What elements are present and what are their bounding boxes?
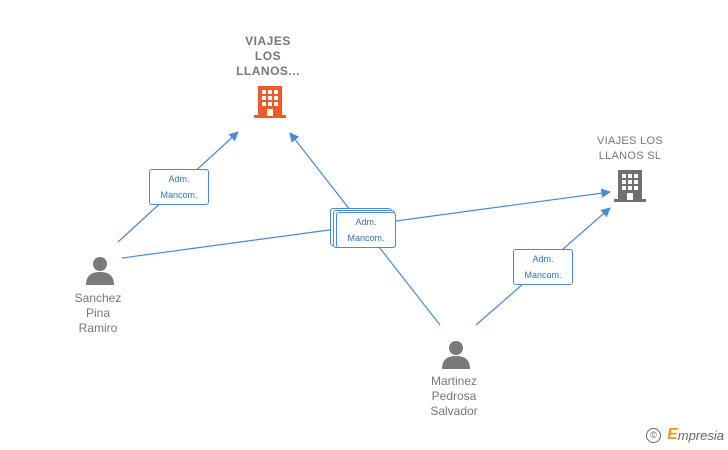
- company-label-viajes-sl[interactable]: VIAJES LOS LLANOS SL: [580, 134, 680, 164]
- person-label-line: Martinez: [430, 374, 477, 388]
- relation-label-martinez-viajes-sl[interactable]: Adm. Mancom.: [513, 249, 573, 285]
- relation-label-sanchez-viajes-main[interactable]: Adm. Mancom.: [149, 169, 209, 205]
- brand-initial: E: [667, 426, 678, 443]
- building-icon[interactable]: [254, 84, 286, 120]
- company-label-line: LLANOS SL: [598, 150, 662, 162]
- empresia-watermark: © E mpresia: [646, 426, 724, 444]
- brand-name: mpresia: [677, 427, 724, 443]
- relation-role: Adm.: [532, 254, 554, 264]
- person-label-line: Salvador: [430, 404, 478, 418]
- relation-type: Mancom.: [160, 190, 198, 200]
- building-icon[interactable]: [614, 168, 646, 204]
- person-label-line: Sanchez: [74, 291, 122, 305]
- company-label-viajes-main[interactable]: VIAJES LOS LLANOS...: [228, 34, 308, 79]
- relation-role: Adm.: [168, 174, 190, 184]
- company-label-line: VIAJES: [245, 34, 291, 48]
- relation-role: Adm.: [355, 217, 377, 227]
- company-label-line: LLANOS...: [236, 64, 300, 78]
- relation-label-martinez-viajes-main[interactable]: Adm. Mancom.: [336, 212, 396, 248]
- person-label-line: Pedrosa: [431, 389, 477, 403]
- copyright-icon: ©: [646, 427, 662, 443]
- company-label-line: VIAJES LOS: [597, 135, 663, 147]
- relation-type: Mancom.: [524, 270, 562, 280]
- company-label-line: LOS: [254, 49, 282, 63]
- person-label-line: Ramiro: [78, 321, 118, 335]
- person-icon[interactable]: [440, 338, 472, 370]
- person-icon[interactable]: [84, 254, 116, 286]
- relation-type: Mancom.: [347, 233, 385, 243]
- person-label-martinez[interactable]: Martinez Pedrosa Salvador: [414, 374, 494, 419]
- person-label-sanchez[interactable]: Sanchez Pina Ramiro: [58, 291, 138, 336]
- person-label-line: Pina: [85, 306, 111, 320]
